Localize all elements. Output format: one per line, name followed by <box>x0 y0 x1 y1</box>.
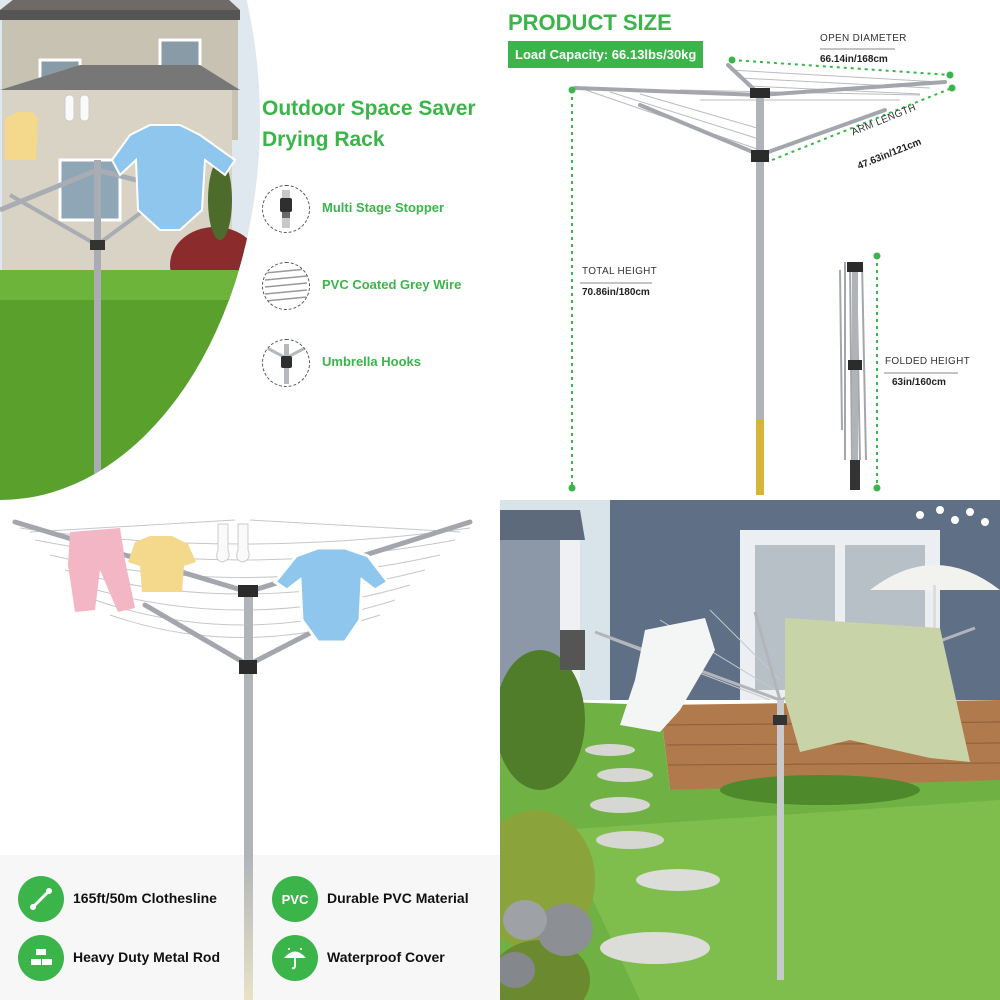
umbrella-icon <box>272 935 318 981</box>
feature-label: PVC Coated Grey Wire <box>322 277 462 292</box>
product-size-title: PRODUCT SIZE <box>508 10 672 35</box>
open-dryer-image <box>12 519 473 860</box>
hook-icon <box>262 339 310 387</box>
feature-umbrella-hooks: Umbrella Hooks <box>262 339 498 389</box>
wire-icon <box>262 262 310 310</box>
folded-height-value: 63in/160cm <box>892 377 946 388</box>
specs-panel: 165ft/50m Clothesline PVC Durable PVC Ma… <box>0 500 500 1000</box>
folded-height-label: FOLDED HEIGHT <box>885 356 971 367</box>
feature-label: Umbrella Hooks <box>322 354 421 369</box>
headline-line-1: Outdoor Space Saver <box>262 97 476 120</box>
pvc-icon: PVC <box>272 876 318 922</box>
lifestyle-photo <box>500 500 1000 1000</box>
product-size-panel: PRODUCT SIZE Load Capacity: 66.13lbs/30k… <box>500 0 1000 500</box>
feature-label: Multi Stage Stopper <box>322 200 445 215</box>
stopper-icon <box>262 185 310 233</box>
spec-label: 165ft/50m Clothesline <box>73 890 217 906</box>
spec-label: Waterproof Cover <box>327 949 445 965</box>
line-icon <box>18 876 64 922</box>
headline-line-2: Drying Rack <box>262 128 385 151</box>
total-height-value: 70.86in/180cm <box>582 287 650 298</box>
spec-label: Durable PVC Material <box>327 890 469 906</box>
garden-photo <box>0 0 260 500</box>
total-height-label: TOTAL HEIGHT <box>582 266 658 277</box>
feature-multi-stage-stopper: Multi Stage Stopper <box>262 185 498 235</box>
open-diameter-label: OPEN DIAMETER <box>820 33 907 44</box>
feature-pvc-wire: PVC Coated Grey Wire <box>262 262 498 312</box>
load-capacity-badge: Load Capacity: 66.13lbs/30kg <box>508 41 704 68</box>
product-headline: Outdoor Space Saver Drying Rack <box>262 93 498 155</box>
pole-lower-segment <box>244 855 253 1000</box>
spec-label: Heavy Duty Metal Rod <box>73 949 221 965</box>
metal-rod-icon <box>18 935 64 981</box>
open-diameter-value: 66.14in/168cm <box>820 54 888 65</box>
dryer-dimension-diagram <box>568 48 958 495</box>
overview-panel: Outdoor Space Saver Drying Rack Multi St… <box>0 0 500 500</box>
